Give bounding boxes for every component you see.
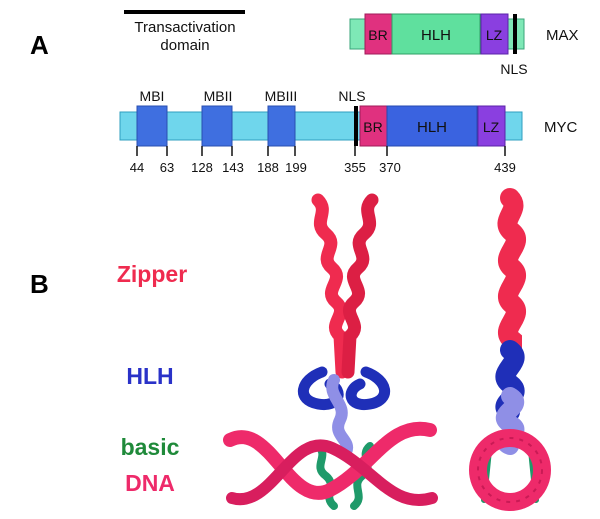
- hlh-label: HLH: [126, 363, 173, 389]
- myc-lz-label: LZ: [483, 119, 500, 135]
- myc-mb3-label: MBIII: [265, 88, 298, 104]
- basic-label: basic: [121, 434, 180, 460]
- dna-strand-2: [226, 439, 438, 506]
- myc-mb1-label: MBI: [140, 88, 165, 104]
- myc-ticks: [136, 146, 506, 156]
- pos-label: 44: [130, 160, 144, 175]
- max-lz-label: LZ: [486, 27, 503, 43]
- myc-br-domain: [359, 105, 388, 147]
- zipper-label: Zipper: [117, 261, 187, 287]
- transactivation-label-2: domain: [160, 37, 209, 54]
- max-hlh-label: HLH: [421, 27, 451, 44]
- max-protein: BR HLH LZ NLS MAX: [349, 13, 579, 77]
- myc-lz-domain: [477, 105, 506, 147]
- side-view-structure: [223, 193, 438, 510]
- myc-br-label: BR: [363, 119, 382, 135]
- myc-hlh-domain: [386, 105, 478, 147]
- max-hlh-domain: [391, 13, 481, 55]
- myc-protein: MBI MBII MBIII NLS BR HLH LZ MYC 44 63 1…: [119, 88, 578, 175]
- panel-b-letter: B: [30, 269, 49, 299]
- pos-label: 355: [344, 160, 366, 175]
- max-br-label: BR: [368, 27, 387, 43]
- pos-label: 199: [285, 160, 307, 175]
- myc-name: MYC: [544, 119, 578, 136]
- zipper-helix-end: [497, 188, 526, 360]
- zipper-helix-left: [311, 193, 349, 379]
- zipper-helix-right: [341, 193, 379, 379]
- hlh-loop-right: [345, 366, 391, 411]
- hlh-helix-lavender: [326, 374, 354, 458]
- dna-ring-texture: [477, 437, 543, 503]
- max-br-domain: [364, 13, 393, 55]
- pos-label: 370: [379, 160, 401, 175]
- myc-hlh-label: HLH: [417, 119, 447, 136]
- pos-label: 63: [160, 160, 174, 175]
- max-lz-domain: [480, 13, 509, 55]
- myc-mb3-box: [267, 105, 296, 147]
- max-nls-label: NLS: [500, 61, 527, 77]
- myc-mb2-box: [201, 105, 233, 147]
- panel-a-letter: A: [30, 30, 49, 60]
- end-view-structure: [469, 188, 551, 511]
- transactivation-label: Transactivation: [134, 19, 235, 36]
- pos-label: 128: [191, 160, 213, 175]
- myc-mb1-box: [136, 105, 168, 147]
- pos-label: 143: [222, 160, 244, 175]
- pos-label: 188: [257, 160, 279, 175]
- pos-label: 439: [494, 160, 516, 175]
- max-name: MAX: [546, 27, 579, 44]
- myc-mb2-label: MBII: [204, 88, 233, 104]
- dna-label: DNA: [125, 470, 175, 496]
- dna-strand-1: [223, 421, 437, 500]
- myc-nls-label: NLS: [338, 88, 365, 104]
